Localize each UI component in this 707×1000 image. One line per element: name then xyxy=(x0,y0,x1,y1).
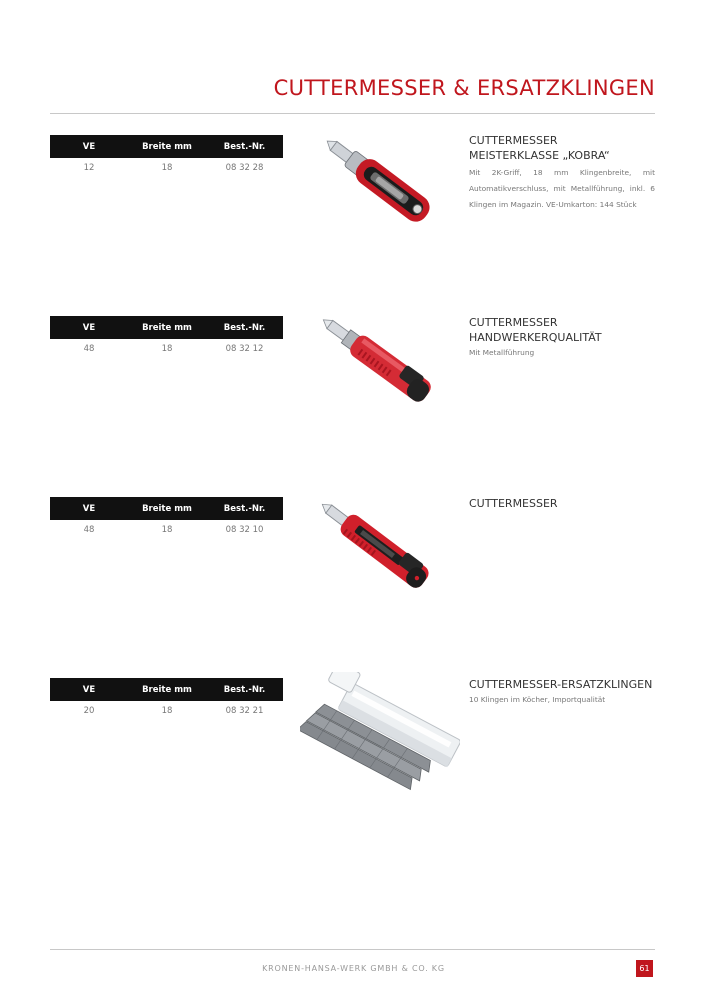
basic-cutter-image xyxy=(321,503,429,588)
col-header-order-no: Best.-Nr. xyxy=(206,135,283,158)
product-name: CUTTERMESSER xyxy=(469,496,655,511)
kobra-cutter-image xyxy=(326,140,430,222)
product-description: 10 Klingen im Köcher, Importqualität xyxy=(469,695,606,704)
product-name-line: MEISTERKLASSE „KOBRA“ xyxy=(469,149,610,162)
col-header-ve: VE xyxy=(50,316,128,339)
product-name: CUTTERMESSER HANDWERKERQUALITÄT xyxy=(469,315,655,345)
cell-order-no: 08 32 21 xyxy=(225,706,264,716)
cell-width: 18 xyxy=(161,706,173,716)
spec-table-4: VE Breite mm Best.-Nr. 20 18 08 32 21 xyxy=(50,678,283,717)
replacement-blades-image xyxy=(300,672,460,791)
cell-width: 18 xyxy=(161,344,173,354)
product-info-1: CUTTERMESSER MEISTERKLASSE „KOBRA“ Mit 2… xyxy=(469,133,655,213)
cell-width: 18 xyxy=(161,525,173,535)
cell-ve: 48 xyxy=(83,525,95,535)
product-description: Mit Metallführung xyxy=(469,348,535,357)
cell-ve: 12 xyxy=(83,163,95,173)
product-info-3: CUTTERMESSER xyxy=(469,496,655,511)
col-header-width: Breite mm xyxy=(128,497,206,520)
product-info-4: CUTTERMESSER-ERSATZKLINGEN 10 Klingen im… xyxy=(469,677,655,708)
product-name-line: HANDWERKERQUALITÄT xyxy=(469,331,602,344)
col-header-width: Breite mm xyxy=(128,135,206,158)
product-name-line: CUTTERMESSER xyxy=(469,134,558,147)
product-description: Mit 2K-Griff, 18 mm Klingenbreite, mit A… xyxy=(469,168,655,209)
col-header-width: Breite mm xyxy=(128,316,206,339)
table-row: 12 18 08 32 28 xyxy=(50,158,283,174)
spec-table-1: VE Breite mm Best.-Nr. 12 18 08 32 28 xyxy=(50,135,283,174)
page-number-badge: 61 xyxy=(636,960,653,977)
product-info-2: CUTTERMESSER HANDWERKERQUALITÄT Mit Meta… xyxy=(469,315,655,361)
product-name-line: CUTTERMESSER-ERSATZKLINGEN xyxy=(469,678,653,691)
footer-divider xyxy=(50,949,655,950)
col-header-width: Breite mm xyxy=(128,678,206,701)
cell-ve: 20 xyxy=(83,706,95,716)
header-divider xyxy=(50,113,655,114)
col-header-order-no: Best.-Nr. xyxy=(206,497,283,520)
table-row: 48 18 08 32 10 xyxy=(50,520,283,536)
cell-ve: 48 xyxy=(83,344,95,354)
cell-order-no: 08 32 12 xyxy=(225,344,264,354)
product-name-line: CUTTERMESSER xyxy=(469,316,558,329)
col-header-ve: VE xyxy=(50,497,128,520)
product-name: CUTTERMESSER-ERSATZKLINGEN xyxy=(469,677,655,692)
product-name: CUTTERMESSER MEISTERKLASSE „KOBRA“ xyxy=(469,133,655,163)
table-row: 20 18 08 32 21 xyxy=(50,701,283,717)
col-header-order-no: Best.-Nr. xyxy=(206,316,283,339)
spec-table-3: VE Breite mm Best.-Nr. 48 18 08 32 10 xyxy=(50,497,283,536)
col-header-ve: VE xyxy=(50,678,128,701)
cell-order-no: 08 32 10 xyxy=(225,525,264,535)
col-header-ve: VE xyxy=(50,135,128,158)
spec-table-2: VE Breite mm Best.-Nr. 48 18 08 32 12 xyxy=(50,316,283,355)
page-title: CUTTERMESSER & ERSATZKLINGEN xyxy=(273,76,655,100)
cell-order-no: 08 32 28 xyxy=(225,163,264,173)
col-header-order-no: Best.-Nr. xyxy=(206,678,283,701)
craftsman-cutter-image xyxy=(322,319,431,402)
product-name-line: CUTTERMESSER xyxy=(469,497,558,510)
cell-width: 18 xyxy=(161,163,173,173)
footer-company-name: KRONEN-HANSA-WERK GMBH & CO. KG xyxy=(262,964,445,973)
table-row: 48 18 08 32 12 xyxy=(50,339,283,355)
